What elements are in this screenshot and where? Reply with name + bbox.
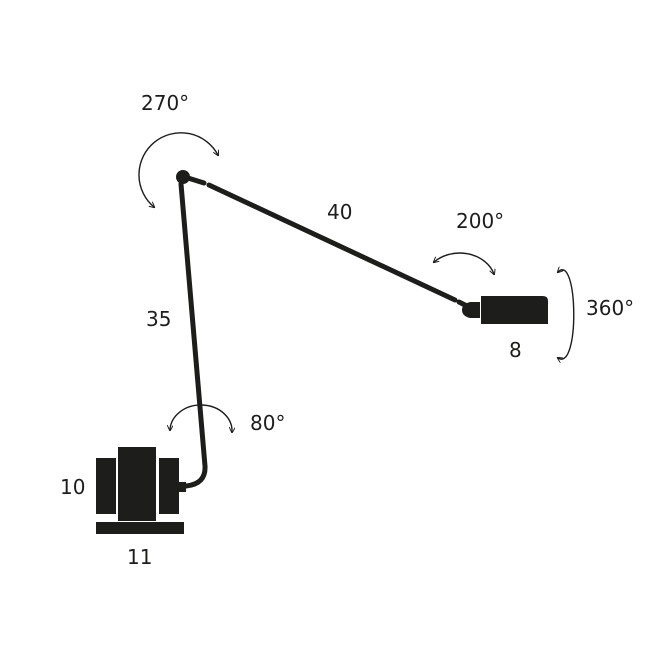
base-block-right <box>159 458 179 514</box>
upper-arm-length-label: 40 <box>327 200 353 224</box>
lower-arm-length-label: 35 <box>146 307 172 331</box>
upper-arm <box>185 175 470 309</box>
base-plate <box>96 522 184 534</box>
head-joint <box>462 302 480 318</box>
base-width-label: 11 <box>127 545 153 569</box>
head-rotation-label: 360° <box>586 296 635 320</box>
lower-arm <box>178 181 208 489</box>
base-height-label: 10 <box>60 475 86 499</box>
top-joint <box>176 170 190 184</box>
head-joint-rotation-arrow <box>434 252 494 274</box>
base-joint-rotation-arrow <box>170 404 232 432</box>
base-knob <box>179 482 186 492</box>
head-rotation-arrow <box>558 270 575 359</box>
head-joint-rotation-label: 200° <box>456 209 505 233</box>
base-joint-rotation-label: 80° <box>250 411 286 435</box>
base-block-left <box>96 458 116 514</box>
lamp-shade <box>481 296 548 324</box>
base-clamp <box>96 447 186 534</box>
top-joint-rotation-label: 270° <box>141 91 190 115</box>
top-joint-rotation-arrow <box>138 132 218 207</box>
head-size-label: 8 <box>509 338 522 362</box>
lamp-head <box>462 296 548 324</box>
base-block-center <box>118 447 156 521</box>
